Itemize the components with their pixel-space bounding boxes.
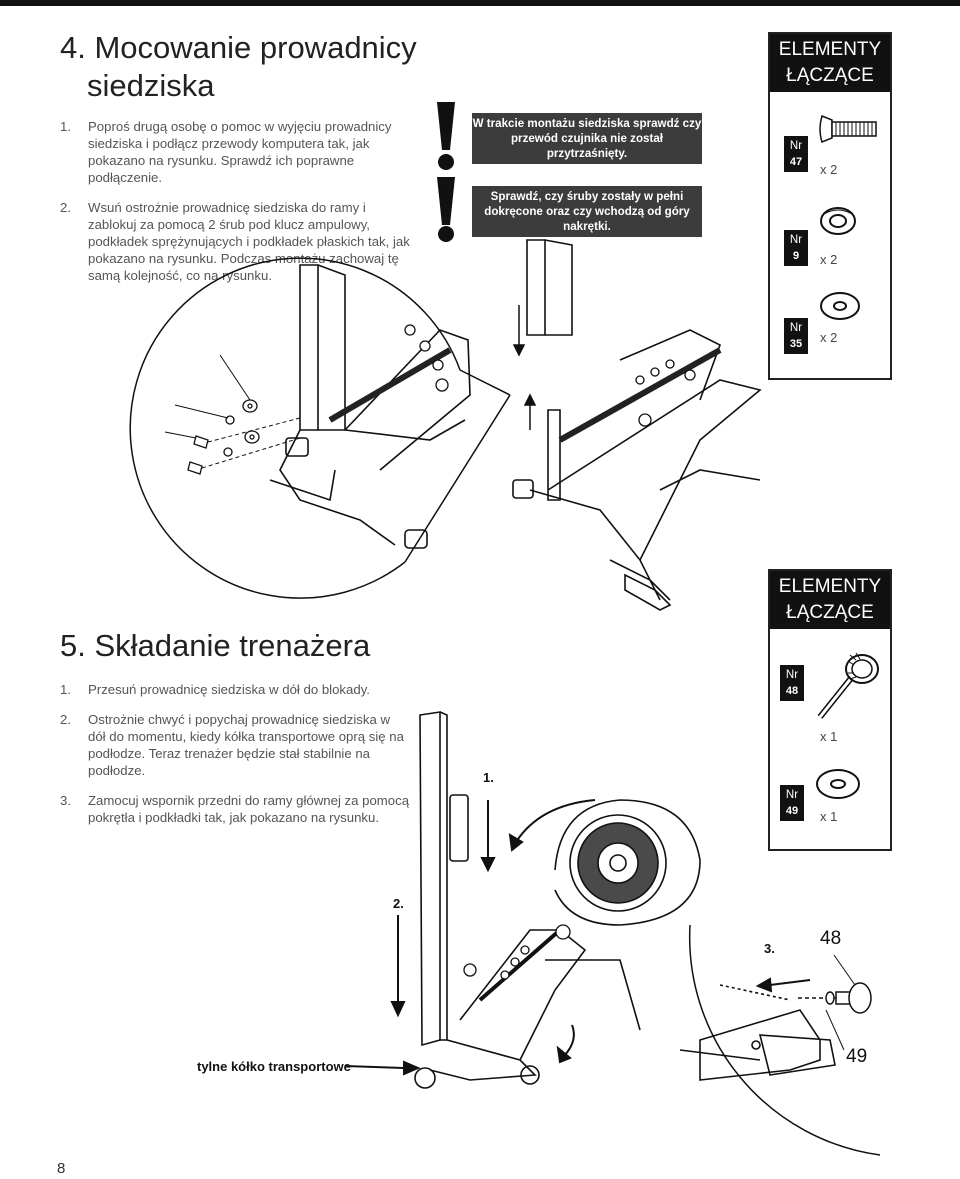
- list-item: 3.Zamocuj wspornik przedni do ramy główn…: [60, 793, 410, 825]
- list-item: 2.Wsuń ostrożnie prowadnicę siedziska do…: [60, 200, 410, 283]
- warning-note-screws: Sprawdź, czy śruby zostały w pełni dokrę…: [472, 186, 702, 237]
- list-item: 1.Poproś drugą osobę o pomoc w wyjęciu p…: [60, 119, 392, 185]
- warning-icon: [437, 102, 455, 242]
- callout-49: 49: [846, 1046, 868, 1067]
- section5-title: 5. Składanie trenażera: [60, 628, 371, 663]
- spring-washer-icon: [820, 207, 856, 235]
- section5-steps: 1.Przesuń prowadnicę siedziska w dół do …: [60, 681, 410, 839]
- list-item: 1.Przesuń prowadnicę siedziska w dół do …: [60, 682, 370, 697]
- step1-label: 1.: [483, 770, 494, 785]
- flat-washer-icon: [816, 769, 860, 799]
- warning-note-cable: W trakcie montażu siedziska sprawdź czy …: [472, 113, 702, 164]
- page-number: 8: [57, 1160, 66, 1177]
- knob-icon: [817, 652, 879, 719]
- seat-rail-assembly-drawing: [129, 239, 762, 611]
- list-item: 2.Ostrożnie chwyć i popychaj prowadnicę …: [60, 712, 404, 778]
- step3-label: 3.: [764, 941, 775, 956]
- part-quantity: x 2: [820, 330, 838, 345]
- section4-steps: 1.Poproś drugą osobę o pomoc w wyjęciu p…: [60, 118, 410, 297]
- callout-48: 48: [820, 928, 842, 949]
- section4-title-line2: siedziska: [87, 68, 215, 103]
- rear-wheel-label: tylne kółko transportowe: [197, 1059, 351, 1074]
- parts-panel-title: ELEMENTY ŁĄCZĄCE: [770, 571, 890, 629]
- part-quantity: x 2: [820, 252, 838, 267]
- part-quantity: x 1: [820, 729, 838, 744]
- part-quantity: x 1: [820, 809, 838, 824]
- section4-title: 4. Mocowanie prowadnicy: [60, 30, 417, 65]
- top-rule: [0, 0, 960, 6]
- part-quantity: x 2: [820, 162, 838, 177]
- flat-washer-icon: [820, 292, 860, 320]
- step2-label: 2.: [393, 896, 404, 911]
- bolt-icon: [819, 115, 877, 143]
- parts-panel-title: ELEMENTY ŁĄCZĄCE: [770, 34, 890, 92]
